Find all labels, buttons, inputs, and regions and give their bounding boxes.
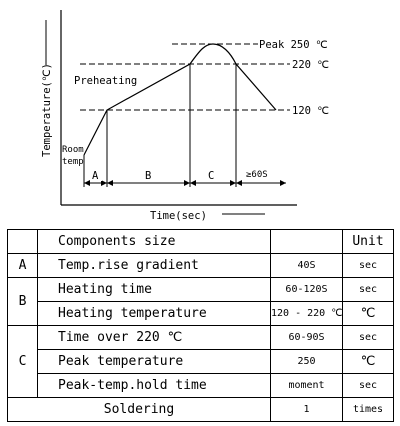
peak-label: Peak 250 ℃ — [259, 39, 328, 51]
table-row: Heating temperature 120 - 220 ℃ ℃ — [8, 301, 394, 326]
reflow-spec-table: Components size Unit A Temp.rise gradien… — [7, 229, 394, 422]
preheating-label: Preheating — [74, 75, 137, 87]
row-unit: sec — [342, 277, 394, 302]
zone-a-label: A — [92, 170, 99, 182]
row-value: 120 - 220 ℃ — [270, 301, 343, 326]
row-unit: sec — [342, 253, 394, 278]
row-key: C — [7, 325, 38, 398]
table-row: C Time over 220 ℃ 60-90S sec — [7, 325, 394, 398]
row-unit: sec — [342, 325, 394, 350]
row-key: A — [7, 253, 38, 278]
row-item: Temp.rise gradient — [37, 253, 271, 278]
row-value: 1 — [270, 397, 343, 422]
level-220-label: 220 ℃ — [292, 59, 329, 71]
row-unit: sec — [342, 373, 394, 398]
table-header-unit: Unit — [342, 229, 394, 254]
zone-hold-label: ≥60S — [246, 170, 268, 180]
row-item: Time over 220 ℃ — [37, 325, 271, 350]
level-120-label: 120 ℃ — [292, 105, 329, 117]
row-value: moment — [270, 373, 343, 398]
row-item: Peak temperature — [37, 349, 271, 374]
row-value: 40S — [270, 253, 343, 278]
x-axis-label: Time(sec) — [150, 210, 207, 222]
y-axis-label: Temperature(℃) — [41, 63, 53, 157]
row-unit: ℃ — [342, 349, 394, 374]
room-temp-label-2: temp — [62, 157, 84, 167]
row-value: 60-90S — [270, 325, 343, 350]
row-item: Soldering — [7, 397, 271, 422]
table-row: Peak temperature 250 ℃ — [8, 349, 394, 374]
zone-c-label: C — [208, 170, 214, 182]
table-header-row: Components size Unit — [7, 229, 394, 254]
table-row: Soldering 1 times — [7, 397, 394, 422]
reflow-profile-diagram: Temperature(℃) Time(sec) Peak 250 ℃ 220 … — [41, 10, 329, 222]
row-value: 60-120S — [270, 277, 343, 302]
room-temp-label-1: Room — [62, 145, 84, 155]
table-header-item: Components size — [37, 229, 271, 254]
table-row: B Heating time 60-120S sec — [7, 277, 394, 326]
reflow-curve — [83, 43, 277, 156]
row-item: Heating temperature — [37, 301, 271, 326]
table-header-blank — [7, 229, 38, 254]
table-row: Peak-temp.hold time moment sec — [8, 373, 394, 398]
table-row: A Temp.rise gradient 40S sec — [7, 253, 394, 278]
row-value: 250 — [270, 349, 343, 374]
row-item: Heating time — [37, 277, 271, 302]
zone-arrowheads — [84, 180, 286, 186]
zone-b-label: B — [145, 170, 151, 182]
row-item: Peak-temp.hold time — [37, 373, 271, 398]
row-unit: times — [342, 397, 394, 422]
row-unit: ℃ — [342, 301, 394, 326]
table-header-blank — [270, 229, 343, 254]
row-key: B — [7, 277, 38, 326]
